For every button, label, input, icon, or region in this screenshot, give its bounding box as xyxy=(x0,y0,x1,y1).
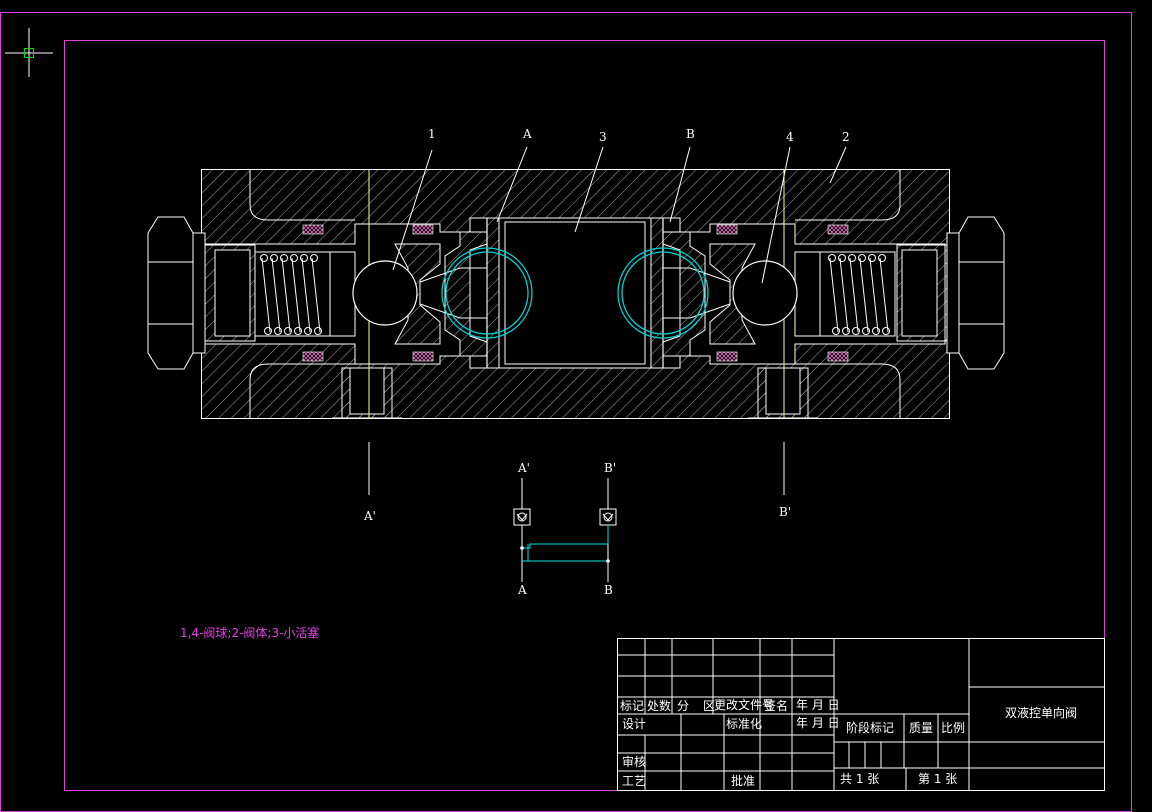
tb-label-nianyueri: 年 月 日 xyxy=(796,698,840,712)
detail-circle-b xyxy=(617,247,709,339)
callout-B: B xyxy=(686,127,695,141)
callout-3: 3 xyxy=(599,130,607,144)
symbol-label-b-bottom: B xyxy=(604,583,613,597)
tb-label-pizhun: 批准 xyxy=(731,773,755,788)
callout-4: 4 xyxy=(786,130,794,144)
valve-body-section xyxy=(201,169,950,419)
tb-label-qu: 区 xyxy=(703,699,715,713)
tb-label-biaoji: 标记 xyxy=(620,699,644,713)
tb-label-biaozhunhua: 标准化 xyxy=(726,717,762,731)
seal-rings xyxy=(302,224,849,362)
callout-1: 1 xyxy=(428,127,436,141)
left-valve-ball xyxy=(352,260,418,326)
callout-2: 2 xyxy=(842,130,850,144)
symbol-label-a-top: A' xyxy=(517,461,530,475)
tb-sheet-no: 第 1 张 xyxy=(918,772,957,786)
detail-circle-a xyxy=(441,247,533,339)
callout-leaders xyxy=(392,146,847,284)
section-mark-b-prime: B' xyxy=(779,505,791,519)
right-end-plug xyxy=(896,216,1005,370)
tb-label-qianming: 签名 xyxy=(764,698,788,713)
left-end-plug xyxy=(147,216,256,370)
callout-A: A xyxy=(522,127,532,141)
tb-drawing-title: 双液控单向阀 xyxy=(1005,705,1077,720)
tb-label-gongyi: 工艺 xyxy=(622,774,646,788)
tb-label-sheji: 设计 xyxy=(622,717,646,731)
parts-note: 1,4-阀球;2-阀体;3-小活塞 xyxy=(180,625,319,640)
symbol-junction-a xyxy=(520,546,524,550)
symbol-label-b-top: B' xyxy=(604,461,616,475)
symbol-junction-b xyxy=(606,559,610,563)
tb-weight: 质量 xyxy=(909,721,933,735)
tb-label-chushu: 处数 xyxy=(647,698,671,713)
title-block-grid xyxy=(617,638,1105,791)
symbol-label-a-bottom: A xyxy=(517,583,527,597)
inner-drawing-frame xyxy=(64,40,1105,791)
cad-crosshair-cursor[interactable] xyxy=(5,28,53,77)
tb-scale: 比例 xyxy=(941,721,965,735)
hydraulic-check-valve-symbol xyxy=(513,478,617,582)
right-valve-ball xyxy=(732,260,798,326)
tb-stage-mark: 阶段标记 xyxy=(846,720,894,735)
section-mark-a-prime: A' xyxy=(363,509,376,523)
pilot-lines xyxy=(522,525,609,562)
tb-label-nianyueri2: 年 月 日 xyxy=(796,716,840,730)
tb-label-fen: 分 xyxy=(677,699,689,713)
tb-label-shenhe: 审核 xyxy=(622,754,646,769)
tb-label-gengai: 更改文件号 xyxy=(714,697,774,712)
tb-sheets-total: 共 1 张 xyxy=(840,772,879,786)
